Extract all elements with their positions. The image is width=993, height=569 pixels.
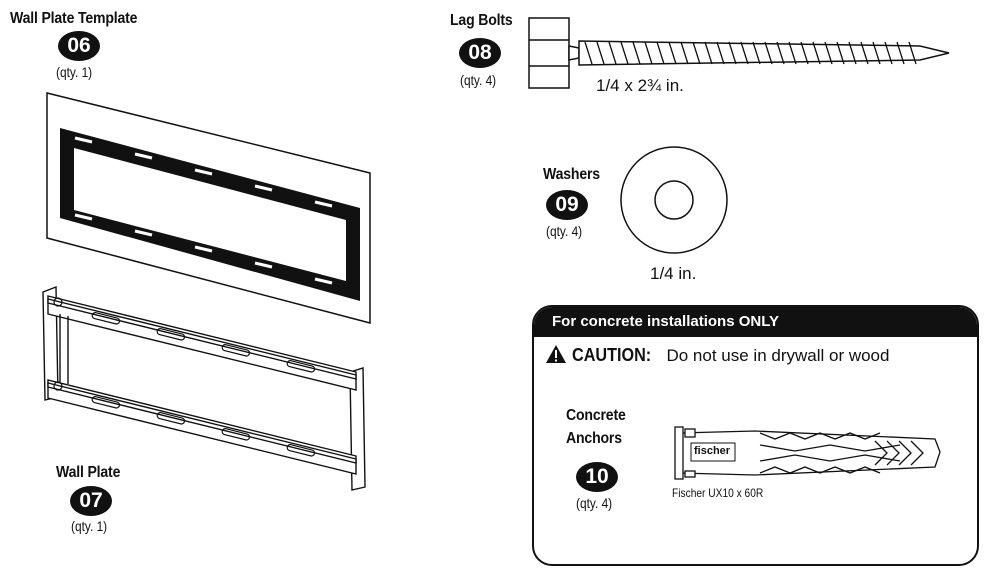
bolt-thread (596, 41, 605, 65)
bolt-thread (836, 41, 845, 65)
bolt-thread (908, 41, 917, 65)
bolt-thread (584, 41, 593, 65)
bolt-thread (800, 41, 809, 65)
bolt-thread (692, 41, 701, 65)
bolt-thread (728, 41, 737, 65)
wall-plate-template-qty: (qty. 1) (56, 64, 93, 80)
bolt-thread (668, 41, 677, 65)
bolt-thread (872, 41, 881, 65)
concrete-anchors-title-line1: Concrete (566, 407, 626, 424)
part-number-badge-09: 09 (546, 190, 588, 220)
bolt-thread (764, 41, 773, 65)
washers-qty: (qty. 4) (546, 223, 583, 239)
wall-plate-qty: (qty. 1) (71, 518, 108, 534)
bolt-thread (884, 41, 893, 65)
bolt-thread (680, 41, 689, 65)
wall-plate-template-illustration (46, 92, 371, 324)
concrete-anchors-qty: (qty. 4) (576, 495, 613, 511)
part-number-badge-10: 10 (576, 462, 618, 492)
bolt-thread (848, 41, 857, 65)
bolt-thread (860, 41, 869, 65)
bolt-thread (812, 41, 821, 65)
concrete-anchors-title-line2: Anchors (566, 430, 622, 447)
bolt-thread (632, 41, 641, 65)
caution-label: CAUTION: (571, 345, 651, 365)
bolt-thread (608, 41, 617, 65)
caution-text: Do not use in drywall or wood (666, 346, 890, 365)
bolt-thread (644, 41, 653, 65)
part-number-badge-08: 08 (459, 38, 501, 68)
bolt-thread (824, 41, 833, 65)
washer-size: 1/4 in. (650, 264, 697, 283)
fischer-brand-logo: fischer (694, 445, 731, 457)
washers-title: Washers (543, 166, 600, 183)
bolt-thread (656, 41, 665, 65)
bolt-thread (716, 41, 725, 65)
bolt-thread (620, 41, 629, 65)
lag-bolt-illustration (528, 17, 950, 89)
washer-illustration (620, 146, 728, 254)
concrete-anchor-illustration (674, 426, 941, 480)
wall-plate-illustration (42, 285, 366, 491)
lag-bolts-title: Lag Bolts (450, 12, 513, 29)
part-number-badge-06: 06 (58, 31, 100, 61)
bolt-thread (896, 41, 905, 65)
concrete-panel-header: For concrete installations ONLY (534, 307, 977, 337)
bolt-thread (752, 41, 761, 65)
part-number-badge-07: 07 (70, 486, 112, 516)
caution-line: CAUTION: Do not use in drywall or wood (545, 344, 889, 369)
bolt-thread (704, 41, 713, 65)
wall-plate-title: Wall Plate (56, 464, 121, 481)
concrete-anchor-model: Fischer UX10 x 60R (672, 486, 764, 500)
bolt-thread (788, 41, 797, 65)
warning-triangle-icon (545, 344, 567, 369)
bolt-thread (776, 41, 785, 65)
bolt-thread (740, 41, 749, 65)
lag-bolts-qty: (qty. 4) (460, 72, 497, 88)
wall-plate-template-title: Wall Plate Template (10, 10, 138, 27)
lag-bolt-size: 1/4 x 2¾ in. (596, 76, 684, 95)
